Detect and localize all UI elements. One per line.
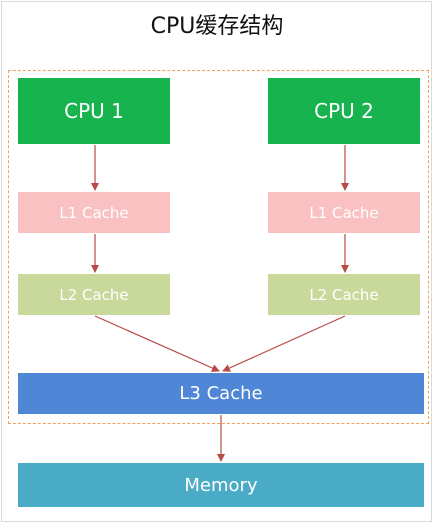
cpu-2-l1-cache-label: L1 Cache: [309, 203, 379, 222]
diagram-title: CPU缓存结构: [150, 14, 284, 39]
cpu-2-label: CPU 2: [314, 99, 374, 123]
cpu-1-label: CPU 1: [64, 99, 124, 123]
l3-cache-box: L3 Cache: [18, 373, 424, 414]
l3-cache-label: L3 Cache: [179, 383, 263, 404]
cpu-cache-group: [8, 70, 429, 424]
cpu-1-l1-cache-box: L1 Cache: [18, 192, 170, 233]
cpu-1-l1-cache-label: L1 Cache: [59, 203, 129, 222]
memory-label: Memory: [184, 474, 258, 496]
cpu-1-l2-cache-label: L2 Cache: [59, 285, 129, 304]
cpu-2-l2-cache-label: L2 Cache: [309, 285, 379, 304]
memory-box: Memory: [18, 463, 424, 507]
arrow-l2-cpu-1-to-l3: [94, 315, 220, 372]
cpu-1-l2-cache-box: L2 Cache: [18, 274, 170, 315]
cpu-2-l2-cache-box: L2 Cache: [268, 274, 420, 315]
arrow-l2-cpu-2-to-l3: [222, 315, 346, 372]
cpu-1-box: CPU 1: [18, 78, 170, 144]
cpu-2-box: CPU 2: [268, 78, 420, 144]
cpu-2-l1-cache-box: L1 Cache: [268, 192, 420, 233]
